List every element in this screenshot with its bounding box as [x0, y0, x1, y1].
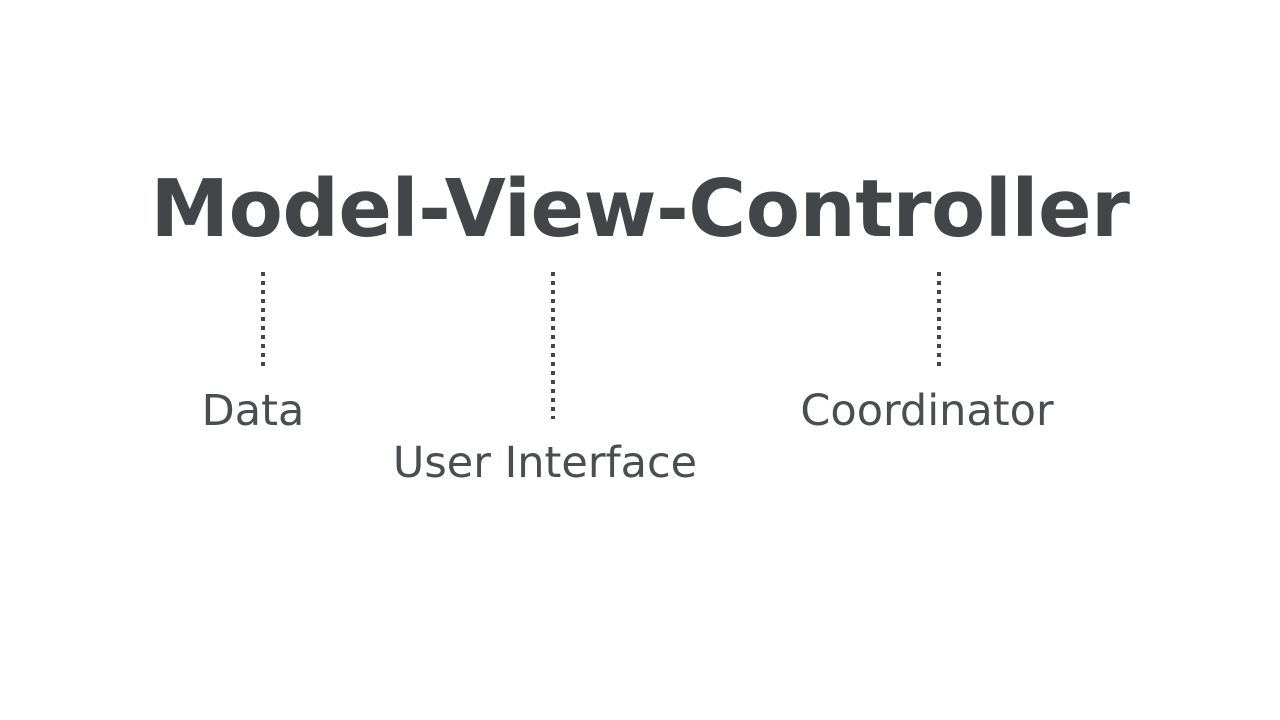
connector-line-view — [551, 272, 555, 419]
connector-line-controller — [937, 272, 941, 366]
page-title: Model-View-Controller — [150, 163, 1130, 255]
connector-line-model — [261, 272, 265, 366]
label-coordinator: Coordinator — [800, 386, 1054, 436]
label-user-interface: User Interface — [392, 438, 698, 488]
label-data: Data — [201, 386, 305, 436]
